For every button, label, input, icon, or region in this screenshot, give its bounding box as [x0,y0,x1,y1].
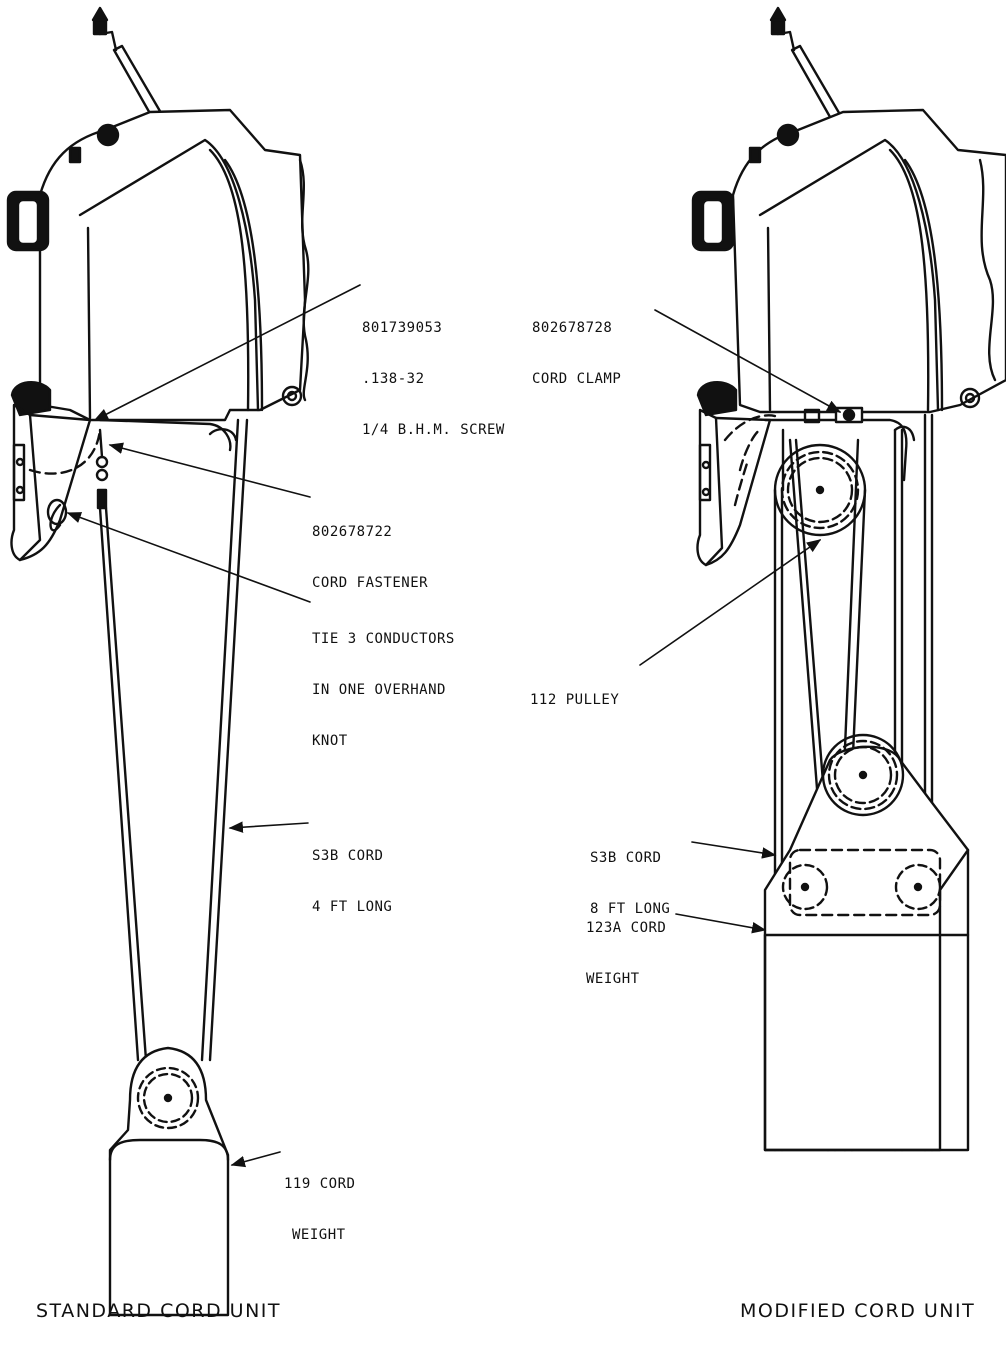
right-weight-label: 123A CORD WEIGHT [586,886,666,1005]
fastener-name: CORD FASTENER [312,575,429,591]
fastener-label: 802678722 CORD FASTENER [312,490,428,609]
left-weight-leader [230,1151,281,1168]
knot-line-2: IN ONE OVERHAND [312,682,446,698]
clamp-leader [654,309,842,413]
clamp-name: CORD CLAMP [532,371,622,387]
left-weight-word: WEIGHT [292,1227,346,1243]
knot-leader [66,512,311,603]
left-cord-weight [108,1046,230,1317]
modified-cord-unit [639,6,1006,1152]
knot-line-1: TIE 3 CONDUCTORS [312,631,455,647]
right-weight-part: 123A CORD [586,920,667,936]
right-cord-type: S3B CORD [590,850,662,866]
left-cord-leader [228,821,309,833]
pulley-name: 112 PULLEY [530,692,620,708]
screw-label: 801739053 .138-32 1/4 B.H.M. SCREW [362,286,505,456]
knot-line-3: KNOT [312,733,348,749]
clamp-part-number: 802678728 [532,320,613,336]
clamp-label: 802678728 CORD CLAMP [532,286,621,405]
screw-part-number: 801739053 [362,320,443,336]
screw-type: 1/4 B.H.M. SCREW [362,422,505,438]
cord-clamp [834,406,864,424]
standard-cord-unit [6,6,361,1317]
fastener-part-number: 802678722 [312,524,393,540]
pulley-112 [773,443,867,537]
right-bracket [696,381,782,567]
modified-cord-unit-caption: MODIFIED CORD UNIT [740,1300,976,1322]
left-cord-length: 4 FT LONG [312,899,393,915]
left-cord-type: S3B CORD [312,848,384,864]
screw-size: .138-32 [362,371,425,387]
right-cord-leader [691,841,777,859]
left-weight-label: 119 CORD WEIGHT [284,1142,355,1261]
right-weight-word: WEIGHT [586,971,640,987]
left-cord [98,418,249,1062]
right-cord-weight [763,733,970,1152]
cord-fastener [95,428,109,510]
right-weight-leader [675,913,767,934]
pulley-leader [639,539,822,666]
screw-leader [93,284,361,421]
left-housing [6,108,310,422]
right-cord-label: S3B CORD 8 FT LONG [590,816,670,935]
right-cord-length: 8 FT LONG [590,901,671,917]
pulley-label: 112 PULLEY [530,658,619,726]
right-housing [691,108,1006,414]
right-plunger [769,6,844,126]
left-bracket [10,381,102,562]
left-plunger [91,6,166,126]
standard-cord-unit-caption: STANDARD CORD UNIT [36,1300,281,1322]
fastener-leader [108,442,311,498]
knot-label: TIE 3 CONDUCTORS IN ONE OVERHAND KNOT [312,597,455,767]
left-cord-label: S3B CORD 4 FT LONG [312,814,392,933]
left-weight-part: 119 CORD [284,1176,356,1192]
